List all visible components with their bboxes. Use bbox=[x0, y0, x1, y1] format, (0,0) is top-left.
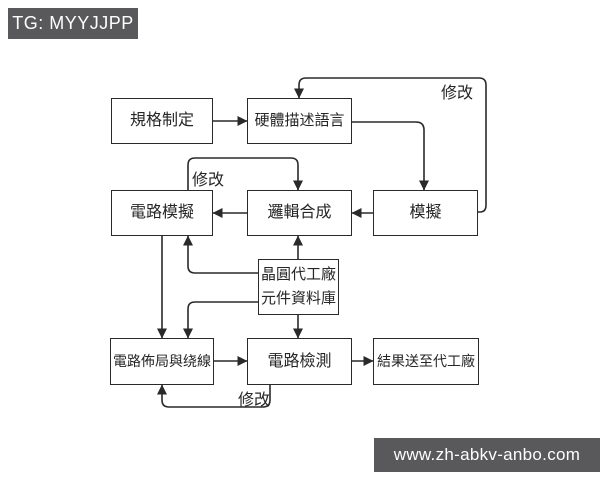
node-send-label: 結果送至代工廠 bbox=[377, 353, 475, 370]
node-foundry-db-line1: 晶圓代工廠 bbox=[260, 266, 336, 283]
node-sim: 模擬 bbox=[373, 190, 478, 236]
node-logic-synth-label: 邏輯合成 bbox=[267, 204, 332, 222]
edge-label-modify-top: 修改 bbox=[441, 85, 474, 102]
node-circuit-sim: 電路模擬 bbox=[111, 190, 213, 236]
arrow-modify-circuit-sim-to-logic-synth bbox=[187, 157, 303, 191]
node-test: 電路檢測 bbox=[247, 338, 352, 385]
watermark-badge-text: TG: MYYJJPP bbox=[12, 13, 134, 33]
node-spec: 規格制定 bbox=[111, 98, 213, 144]
watermark-url-bar: www.zh-abkv-anbo.com bbox=[374, 438, 600, 472]
node-logic-synth: 邏輯合成 bbox=[247, 190, 352, 236]
arrow-hdl-to-sim bbox=[352, 121, 429, 191]
node-spec-label: 規格制定 bbox=[129, 112, 194, 130]
arrow-modify-sim-to-hdl bbox=[294, 77, 487, 213]
watermark-url-text: www.zh-abkv-anbo.com bbox=[393, 445, 581, 464]
node-send: 結果送至代工廠 bbox=[373, 338, 479, 385]
node-sim-label: 模擬 bbox=[409, 204, 442, 222]
node-circuit-sim-label: 電路模擬 bbox=[129, 204, 194, 222]
node-test-label: 電路檢測 bbox=[267, 352, 332, 370]
node-foundry-db: 晶圓代工廠 元件資料庫 bbox=[258, 259, 339, 315]
node-layout: 電路佈局與绕線 bbox=[110, 338, 214, 385]
edge-label-modify-bottom: 修改 bbox=[238, 392, 271, 409]
node-hdl-label: 硬體描述語言 bbox=[254, 112, 345, 130]
node-hdl: 硬體描述語言 bbox=[247, 98, 352, 144]
arrow-db-to-circuit-sim bbox=[183, 235, 258, 274]
watermark-badge: TG: MYYJJPP bbox=[8, 8, 138, 39]
arrow-db-to-layout bbox=[183, 301, 258, 339]
edge-label-modify-mid: 修改 bbox=[192, 172, 225, 189]
node-foundry-db-line2: 元件資料庫 bbox=[260, 290, 336, 307]
node-layout-label: 電路佈局與绕線 bbox=[113, 353, 211, 370]
arrow-modify-test-to-layout bbox=[157, 384, 271, 408]
